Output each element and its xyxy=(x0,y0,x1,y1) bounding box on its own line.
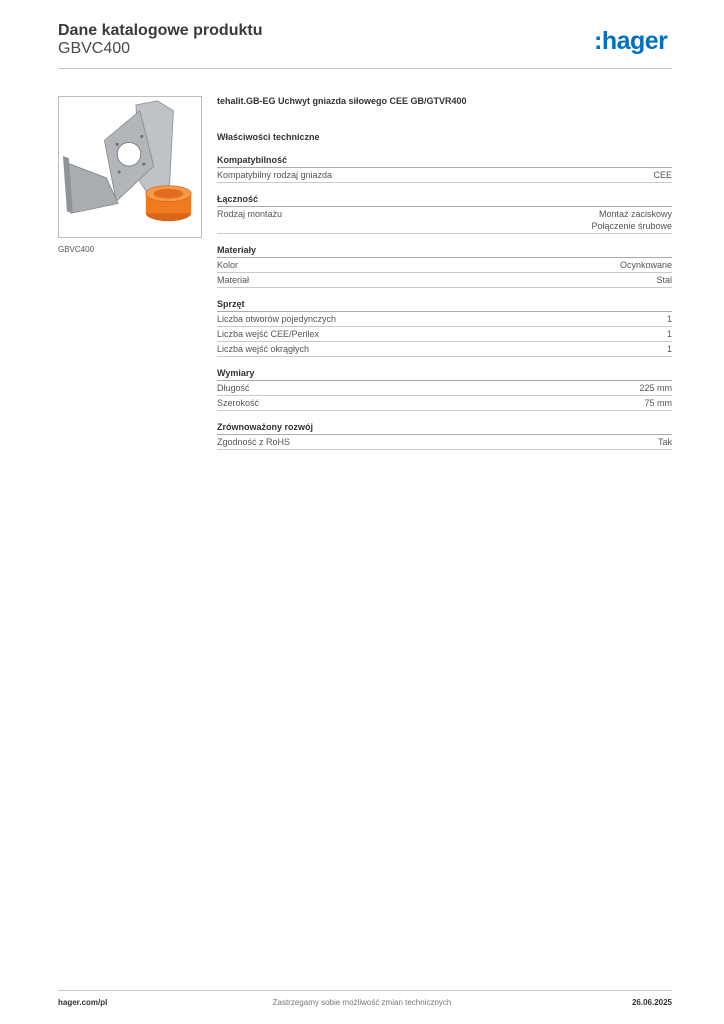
spec-label: Materiał xyxy=(217,275,250,285)
group-title: Materiały xyxy=(217,244,672,258)
spec-label: Zgodność z RoHS xyxy=(217,437,291,447)
spec-row: Liczba wejść CEE/Perilex 1 xyxy=(217,327,672,342)
spec-value: 1 xyxy=(666,344,672,354)
screw-hole-icon xyxy=(142,162,146,166)
spec-group-hardware: Sprzęt Liczba otworów pojedynczych 1 Lic… xyxy=(217,298,672,357)
spec-row: Kompatybilny rodzaj gniazda CEE xyxy=(217,168,672,183)
spec-row: Kolor Ocynkowane xyxy=(217,258,672,273)
spec-label: Liczba otworów pojedynczych xyxy=(217,314,337,324)
spec-row: Zgodność z RoHS Tak xyxy=(217,435,672,450)
product-code: GBVC400 xyxy=(58,40,131,57)
spec-label: Liczba wejść okrągłych xyxy=(217,344,310,354)
spec-value: 1 xyxy=(666,329,672,339)
product-illustration xyxy=(62,100,192,222)
socket-hole-icon xyxy=(116,141,142,167)
footer-divider xyxy=(58,990,672,991)
spec-group-connectivity: Łączność Rodzaj montażu Montaż zaciskowy… xyxy=(217,193,672,234)
spec-value: Ocynkowane xyxy=(619,260,672,270)
spec-value-line: Montaż zaciskowy xyxy=(598,209,672,219)
screw-hole-icon xyxy=(115,142,119,146)
spec-row: Liczba wejść okrągłych 1 xyxy=(217,342,672,357)
spec-label: Rodzaj montażu xyxy=(217,209,283,219)
spec-value: 1 xyxy=(666,314,672,324)
spec-row: Liczba otworów pojedynczych 1 xyxy=(217,312,672,327)
spec-row: Długość 225 mm xyxy=(217,381,672,396)
spec-value: CEE xyxy=(653,170,672,180)
spec-panel: tehalit.GB-EG Uchwyt gniazda siłowego CE… xyxy=(217,94,672,450)
spec-label: Kolor xyxy=(217,260,239,270)
spec-value: Tak xyxy=(657,437,672,447)
flush-box-opening xyxy=(153,188,184,199)
group-title: Sprzęt xyxy=(217,298,672,312)
group-title: Zrównoważony rozwój xyxy=(217,421,672,435)
group-title: Łączność xyxy=(217,193,672,207)
spec-row: Szerokość 75 mm xyxy=(217,396,672,411)
spec-value: 225 mm xyxy=(639,383,672,393)
technical-properties-heading: Właściwości techniczne xyxy=(217,132,320,142)
product-name: tehalit.GB-EG Uchwyt gniazda siłowego CE… xyxy=(217,96,467,106)
group-title: Kompatybilność xyxy=(217,154,672,168)
spec-row: Rodzaj montażu Montaż zaciskowy Połączen… xyxy=(217,207,672,234)
spec-value: 75 mm xyxy=(644,398,672,408)
spec-group-sustainability: Zrównoważony rozwój Zgodność z RoHS Tak xyxy=(217,421,672,450)
footer-date: 26.06.2025 xyxy=(631,998,672,1007)
spec-row: Materiał Stal xyxy=(217,273,672,288)
spec-label: Kompatybilny rodzaj gniazda xyxy=(217,170,333,180)
bracket-edge xyxy=(62,156,73,214)
spec-group-dimensions: Wymiary Długość 225 mm Szerokość 75 mm xyxy=(217,367,672,411)
spec-group-materials: Materiały Kolor Ocynkowane Materiał Stal xyxy=(217,244,672,288)
hager-logo: :hager xyxy=(594,27,668,55)
screw-hole-icon xyxy=(140,134,144,139)
spec-value: Montaż zaciskowy Połączenie śrubowe xyxy=(591,208,672,232)
spec-label: Długość xyxy=(217,383,250,393)
spec-label: Szerokość xyxy=(217,398,260,408)
group-title: Wymiary xyxy=(217,367,672,381)
image-caption: GBVC400 xyxy=(58,245,95,254)
header-divider xyxy=(58,68,672,69)
spec-label: Liczba wejść CEE/Perilex xyxy=(217,329,320,339)
screw-hole-icon xyxy=(117,170,121,174)
footer-website-link[interactable]: hager.com/pl xyxy=(58,998,108,1007)
product-image xyxy=(58,96,202,238)
page-title: Dane katalogowe produktu xyxy=(58,22,263,39)
spec-value-line: Połączenie śrubowe xyxy=(591,221,672,231)
footer-notice: Zastrzegamy sobie możliwość zmian techni… xyxy=(272,998,452,1007)
spec-value: Stal xyxy=(656,275,672,285)
spec-group-compatibility: Kompatybilność Kompatybilny rodzaj gniaz… xyxy=(217,154,672,183)
